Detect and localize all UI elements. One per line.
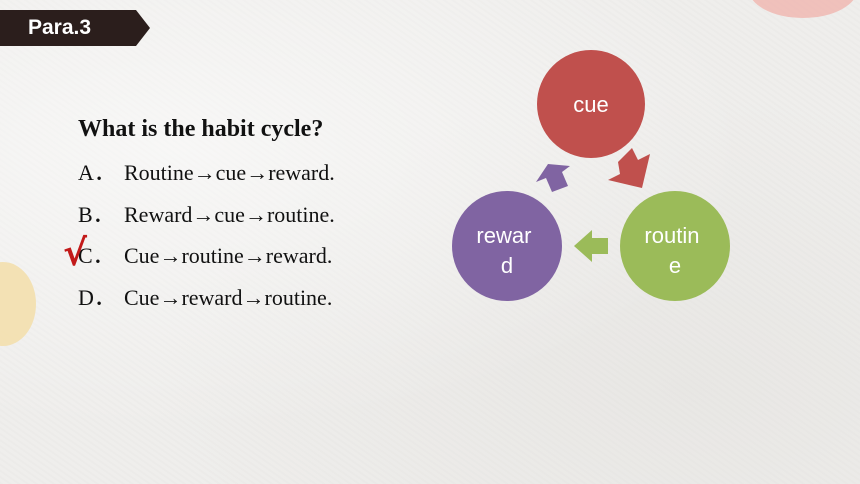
option-text: Routine→cue→reward. — [124, 160, 335, 185]
option-letter: A． — [78, 160, 116, 185]
option-text: Cue→reward→routine. — [124, 284, 333, 310]
arrow-routine-to-reward — [574, 230, 608, 262]
arrow-cue-to-routine — [608, 148, 650, 188]
option-text: Cue→routine→reward. — [124, 243, 333, 268]
option-letter: C． — [78, 243, 115, 268]
option-d[interactable]: D． Cue→reward→routine. — [78, 280, 335, 322]
habit-cycle-diagram: cue routin e rewar d — [452, 50, 730, 301]
node-label-reward: rewar d — [476, 223, 537, 278]
option-c[interactable]: C． Cue→routine→reward. — [78, 238, 335, 280]
decorative-blob-top — [748, 0, 858, 18]
cycle-node-reward: rewar d — [452, 191, 562, 301]
arrow-reward-to-cue — [536, 164, 570, 192]
node-label-routine: routin e — [644, 223, 705, 278]
correct-checkmark-icon: √ — [63, 233, 88, 274]
option-a[interactable]: A． Routine→cue→reward. — [78, 155, 335, 197]
section-badge-label: Para.3 — [28, 16, 92, 39]
option-text: Reward→cue→routine. — [124, 201, 335, 227]
option-letter: B． — [78, 201, 115, 227]
section-badge: Para.3 — [0, 10, 150, 46]
question-text: What is the habit cycle? — [78, 116, 324, 142]
option-b[interactable]: B． Reward→cue→routine. — [78, 197, 335, 239]
cycle-node-routine: routin e — [620, 191, 730, 301]
cycle-node-cue: cue — [537, 50, 645, 158]
node-label-cue: cue — [573, 92, 608, 117]
option-letter: D． — [78, 284, 116, 310]
answer-options: A． Routine→cue→reward. B． Reward→cue→routi… — [78, 155, 335, 321]
